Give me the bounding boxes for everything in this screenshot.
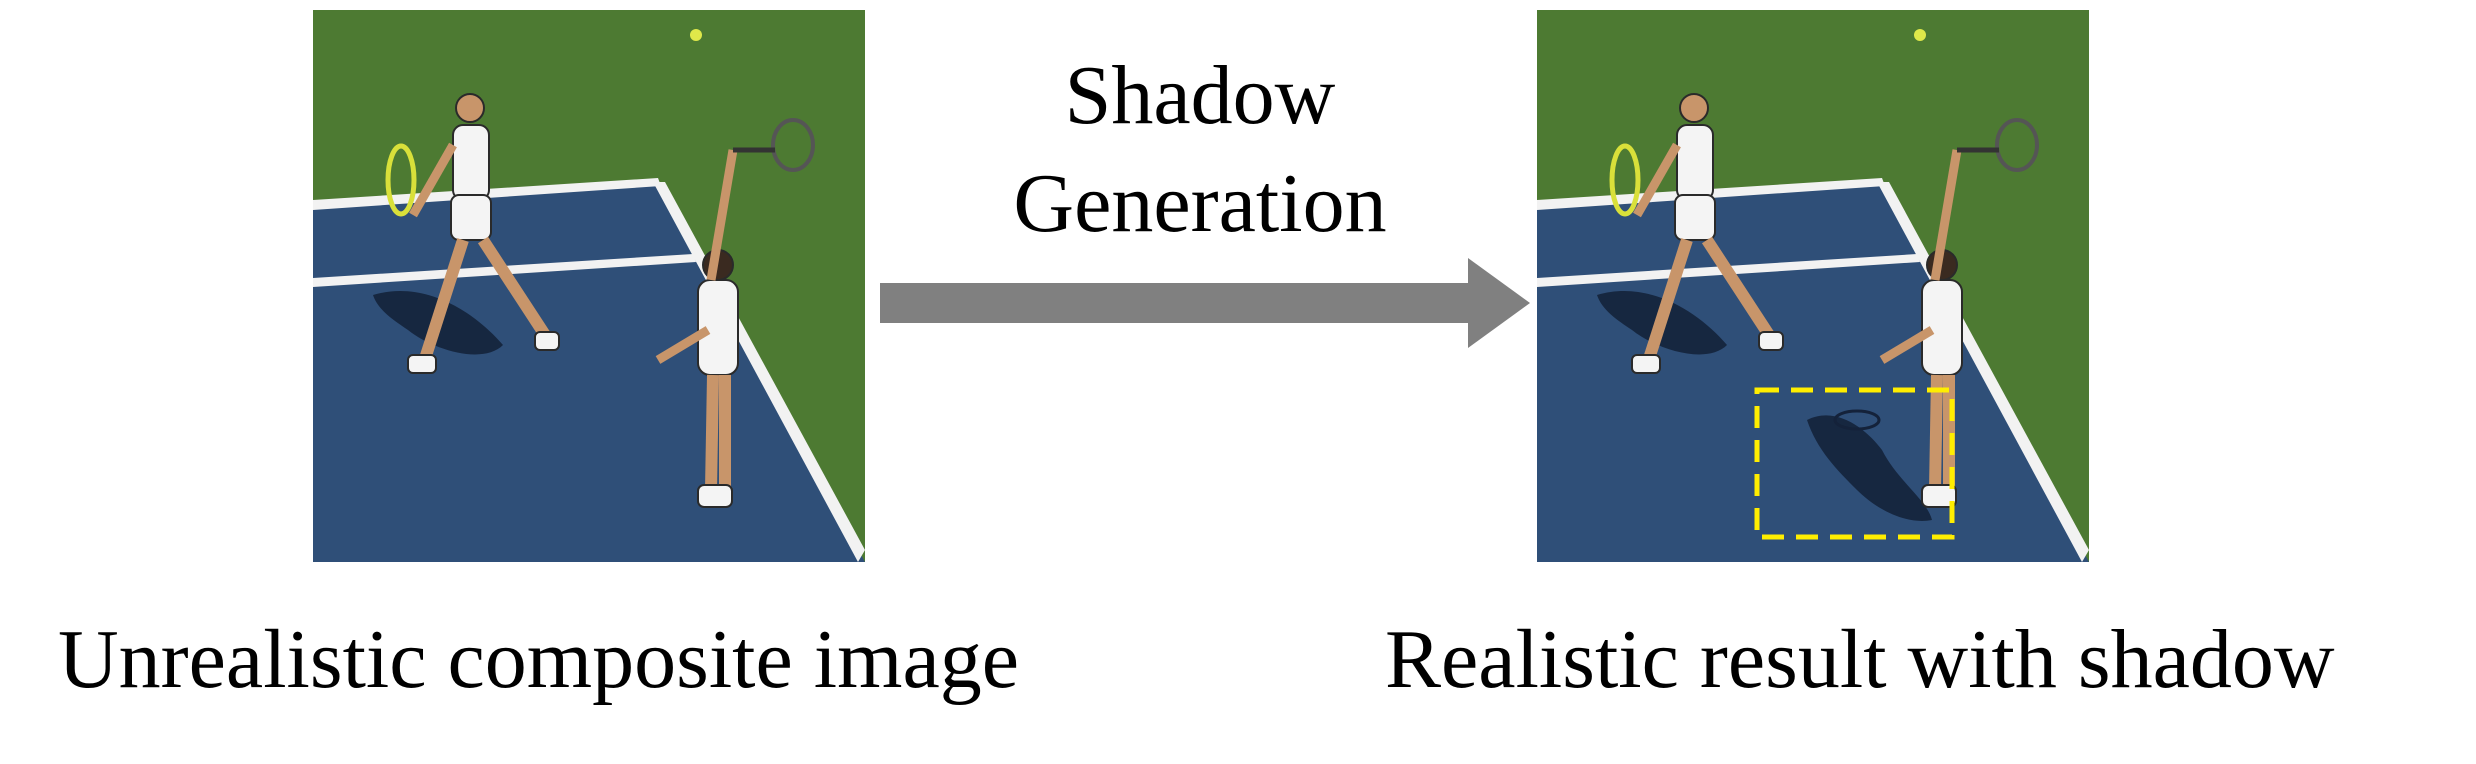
process-label: Shadow Generation — [940, 42, 1460, 258]
process-arrow — [880, 258, 1530, 348]
sideline — [653, 182, 865, 562]
process-label-line1: Shadow — [1064, 49, 1336, 142]
player2 — [655, 118, 815, 508]
tennis-ball — [690, 29, 702, 41]
player2 — [1879, 118, 2039, 508]
sideline — [1877, 182, 2089, 562]
racket-shadow — [1833, 409, 1881, 431]
composite-image-caption: Unrealistic composite image — [58, 613, 1020, 706]
player1 — [1609, 93, 1784, 374]
composite-image-panel — [313, 10, 865, 562]
composite-image — [313, 10, 865, 562]
process-label-line2: Generation — [1013, 157, 1387, 250]
result-image-caption: Realistic result with shadow — [1385, 613, 2335, 706]
tennis-ball — [1914, 29, 1926, 41]
player1 — [385, 93, 560, 374]
result-image-panel — [1537, 10, 2089, 562]
result-image — [1537, 10, 2089, 562]
right-arrow-icon — [880, 258, 1530, 348]
generated-shadow — [1807, 415, 1932, 521]
